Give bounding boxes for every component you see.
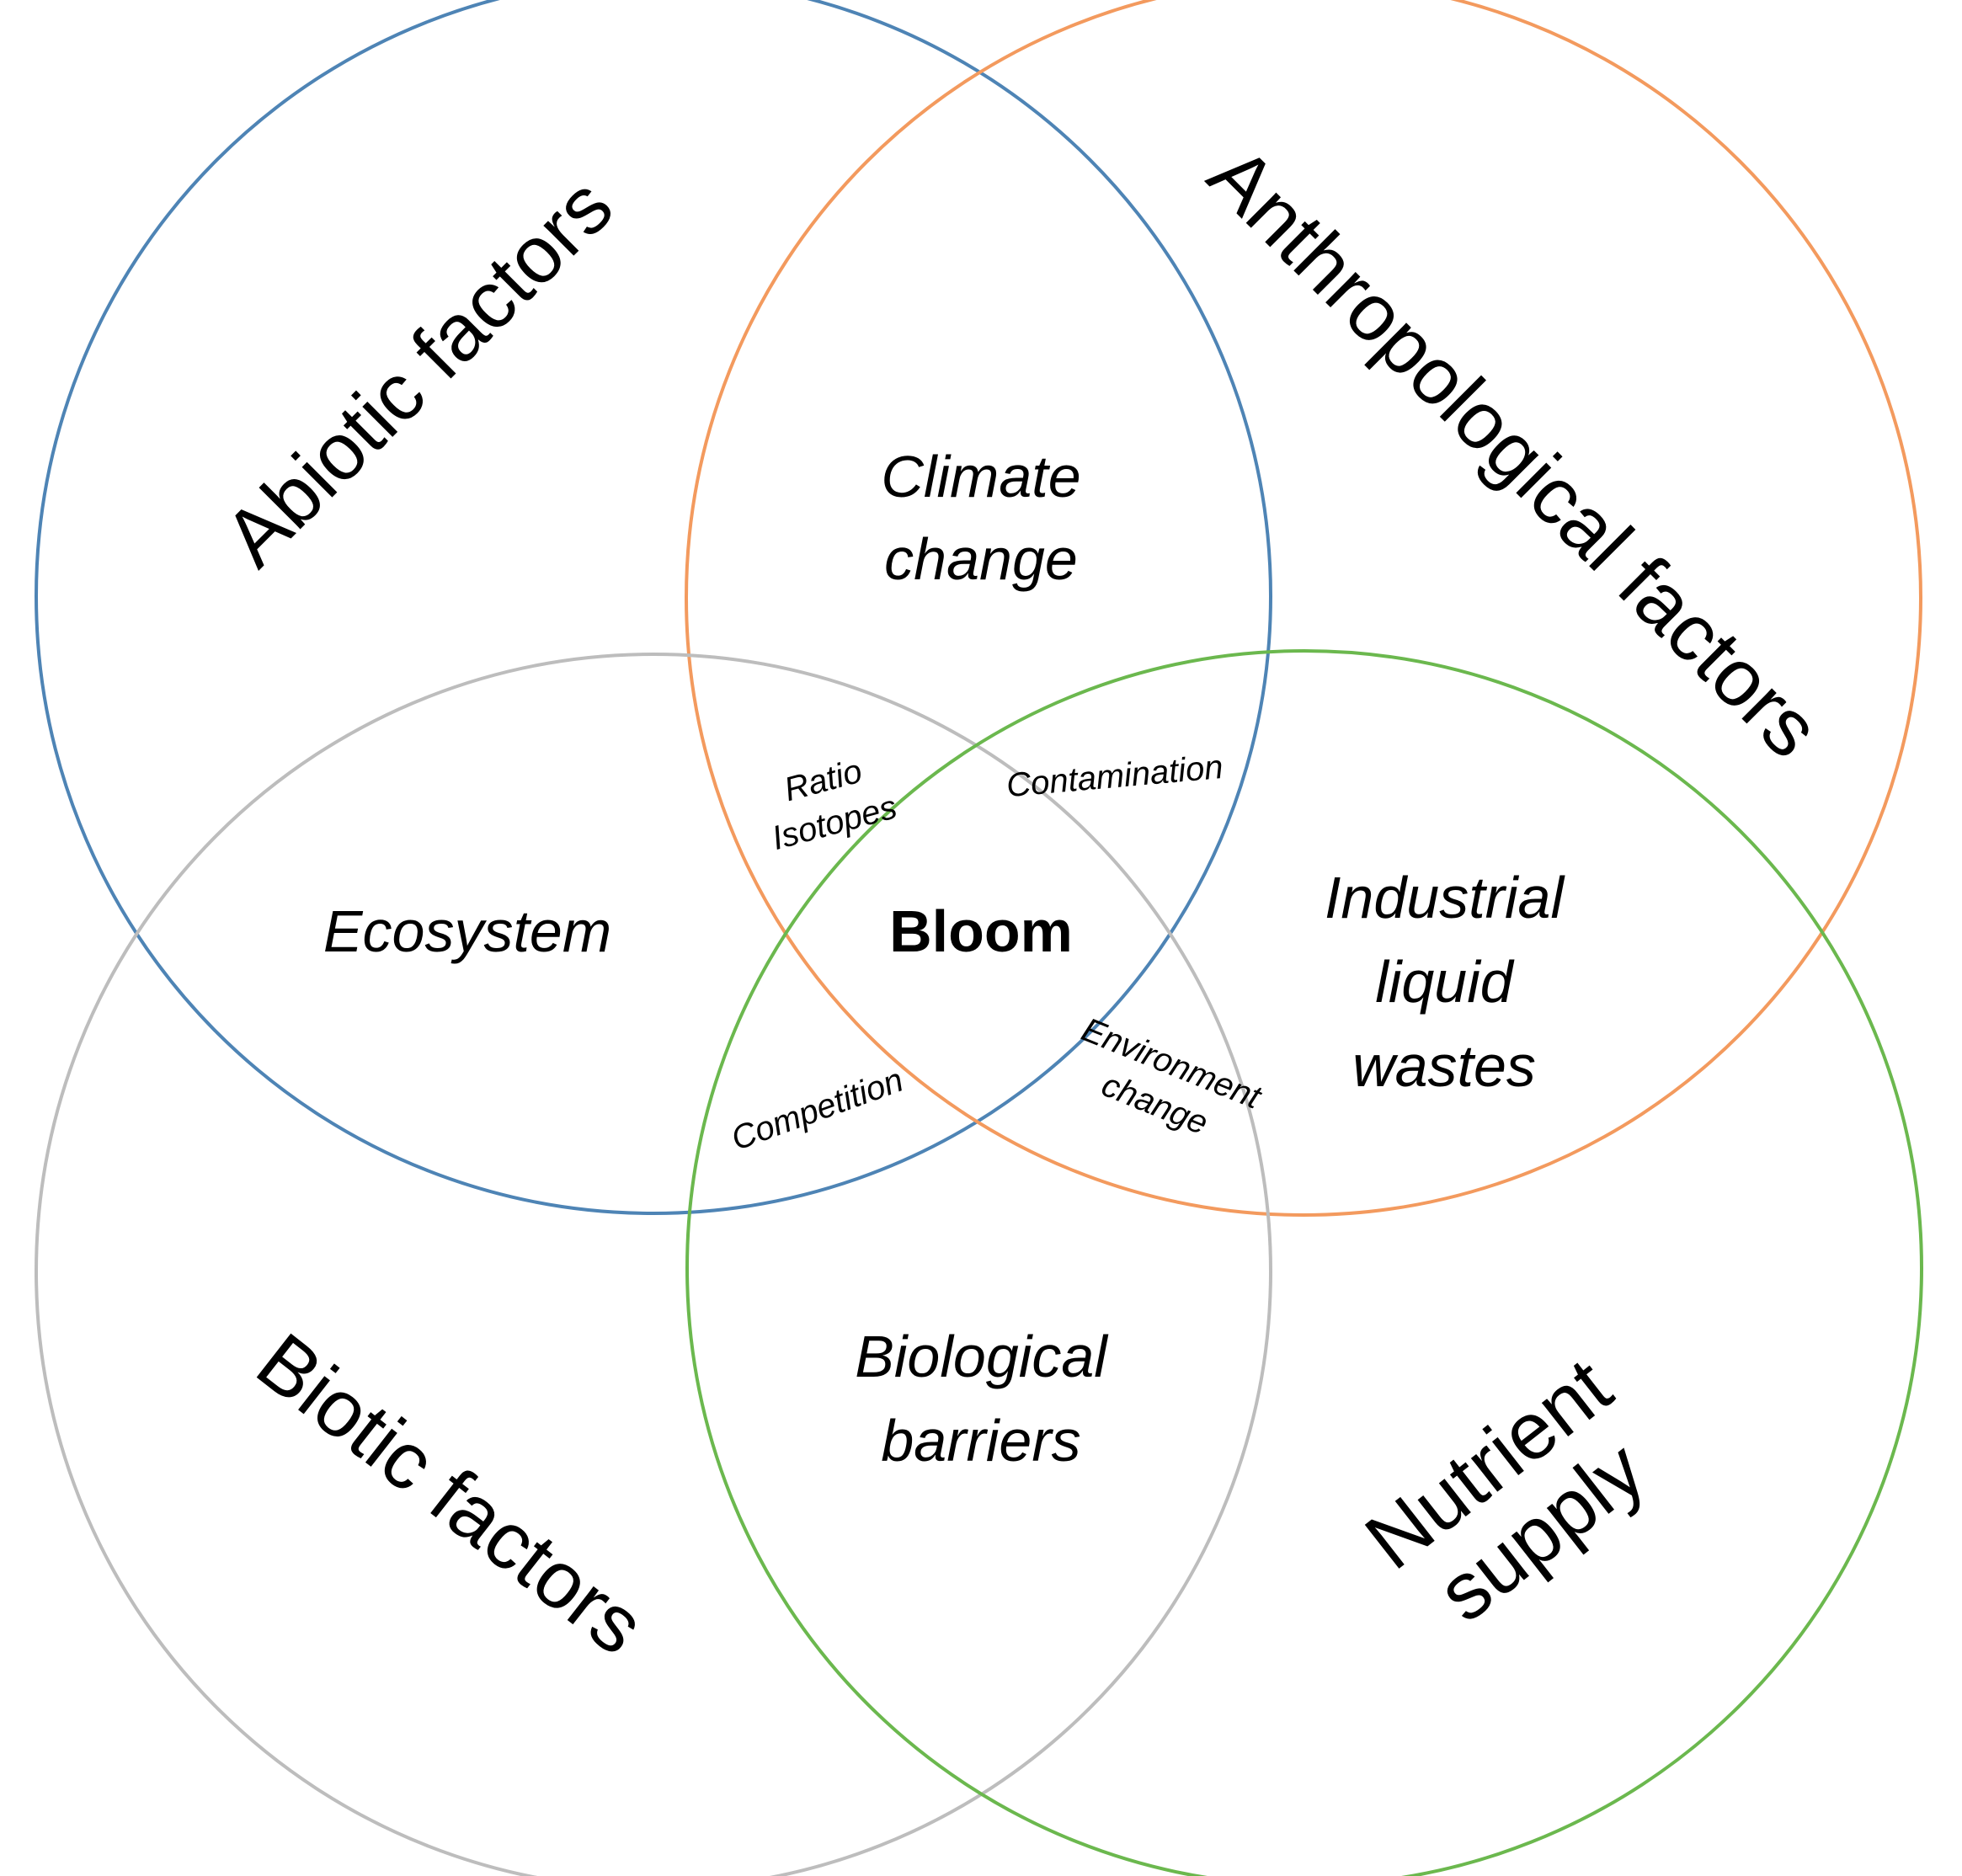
ratio-isotopes-label: Ratio Isotopes (768, 753, 900, 857)
biotic-factors-label: Biotic factors (241, 1316, 661, 1672)
anthropological-factors-label: Anthropological factors (1192, 130, 1837, 775)
industrial-liquid-wastes-line2: liquid (1375, 949, 1515, 1015)
biotic-circle (35, 653, 1272, 1876)
environment-change-label: Environment change (1077, 1011, 1267, 1143)
anthropological-circle (685, 0, 1922, 1217)
nutrient-circle (685, 649, 1923, 1876)
competition-label: Competition (727, 1062, 909, 1158)
biological-barriers-line2: barriers (881, 1408, 1080, 1474)
ecosystem-label: Ecosystem (323, 898, 611, 964)
industrial-liquid-wastes-line1: Industrial (1325, 865, 1565, 930)
biological-barriers-line1: Biological (855, 1324, 1109, 1389)
abiotic-circle (35, 0, 1272, 1215)
industrial-liquid-wastes-line3: wastes (1352, 1033, 1536, 1099)
climate-change-label-line1: Climate (881, 444, 1080, 509)
abiotic-factors-label: Abiotic factors (207, 161, 630, 584)
contamination-label: Contamination (1005, 749, 1224, 804)
bloom-label: Bloom (889, 898, 1073, 964)
nutrient-supply-label: Nutrient supply (1349, 1341, 1661, 1639)
climate-change-label-line2: change (884, 526, 1078, 592)
